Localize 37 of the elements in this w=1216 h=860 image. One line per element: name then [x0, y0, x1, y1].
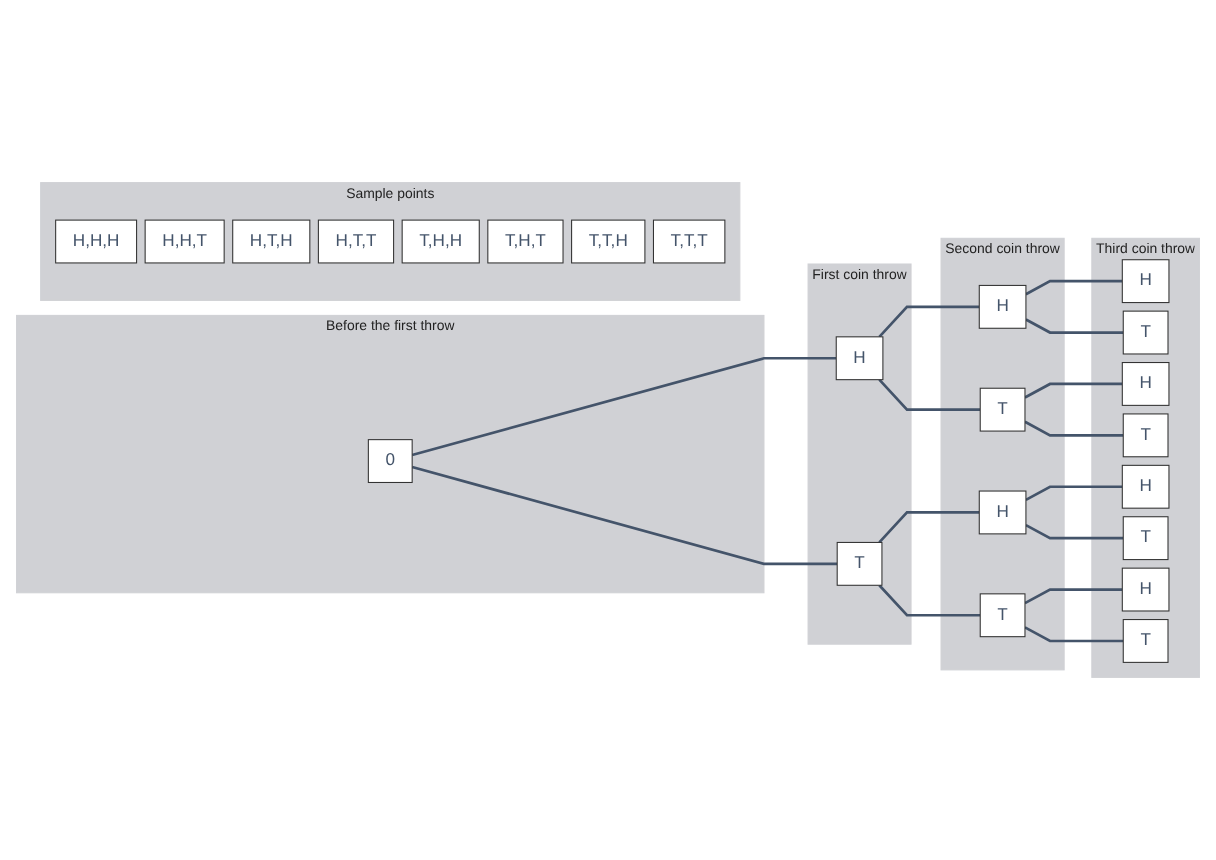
- connector: [1025, 523, 1124, 540]
- node-box: 0: [367, 439, 413, 483]
- node-box: H: [1121, 259, 1170, 304]
- connector: [1025, 485, 1123, 501]
- node-box: T: [1122, 413, 1169, 458]
- node-box: H: [978, 490, 1027, 535]
- node-box: T: [1122, 310, 1169, 355]
- connector: [878, 378, 981, 411]
- connector: [1024, 420, 1124, 437]
- node-box: T: [1122, 516, 1169, 561]
- connector: [878, 584, 981, 617]
- node-box: H,T,H: [232, 219, 311, 264]
- connector: [1025, 279, 1123, 296]
- node-box: T,H,T: [487, 219, 564, 264]
- node-box: H: [1121, 567, 1170, 612]
- node-box: T,T,T: [652, 219, 726, 264]
- connector: [411, 465, 838, 566]
- node-box: H: [835, 336, 884, 381]
- node-box: H: [978, 284, 1027, 329]
- node-box: T,H,H: [401, 219, 480, 264]
- node-box: T: [979, 387, 1026, 432]
- connector: [1024, 626, 1124, 643]
- node-box: H: [1121, 362, 1170, 406]
- node-box: T: [836, 541, 883, 586]
- connector: [411, 356, 837, 457]
- node-box: H,H,T: [144, 219, 225, 264]
- connector: [1024, 382, 1123, 399]
- node-box: T: [1122, 619, 1169, 663]
- node-box: H,H,H: [55, 219, 138, 264]
- node-box: H,T,T: [317, 219, 395, 264]
- connector: [1024, 588, 1123, 605]
- connector: [1025, 318, 1124, 334]
- node-box: H: [1121, 464, 1170, 509]
- connector: [878, 511, 980, 544]
- node-box: T,T,H: [571, 219, 646, 264]
- connector: [878, 305, 980, 338]
- node-box: T: [979, 593, 1026, 638]
